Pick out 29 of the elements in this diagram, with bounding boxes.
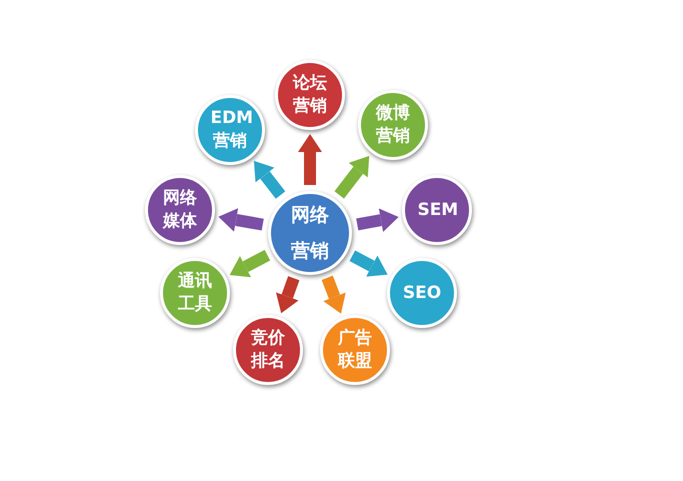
node-label: 微博营销 — [374, 102, 411, 148]
arrow — [356, 208, 399, 232]
arrow — [254, 160, 286, 199]
node-label: 竞价排名 — [250, 327, 286, 373]
node-label: SEM — [417, 198, 457, 222]
node-label: 论坛营销 — [292, 72, 328, 118]
node-label: 网络营销 — [290, 202, 330, 264]
circle-node — [160, 258, 230, 328]
circle-node — [387, 258, 457, 328]
node-label: 通讯工具 — [177, 270, 213, 316]
arrow — [322, 276, 346, 314]
circle-node — [402, 175, 472, 245]
circle-node — [358, 90, 428, 160]
arrow — [276, 276, 300, 314]
node-label: EDM营销 — [210, 107, 250, 153]
circle-node — [145, 175, 215, 245]
circle-node — [195, 95, 265, 165]
node-label: 广告联盟 — [336, 327, 373, 373]
circle-node — [268, 191, 352, 275]
node-label: 网络媒体 — [162, 187, 198, 233]
arrow — [349, 250, 388, 277]
arrow — [334, 156, 370, 199]
circle-node — [275, 60, 345, 130]
node-label: SEO — [402, 282, 442, 304]
circle-node — [320, 315, 390, 385]
circle-node — [233, 315, 303, 385]
arrow — [298, 134, 322, 185]
arrow — [230, 250, 270, 278]
arrow — [218, 208, 264, 232]
